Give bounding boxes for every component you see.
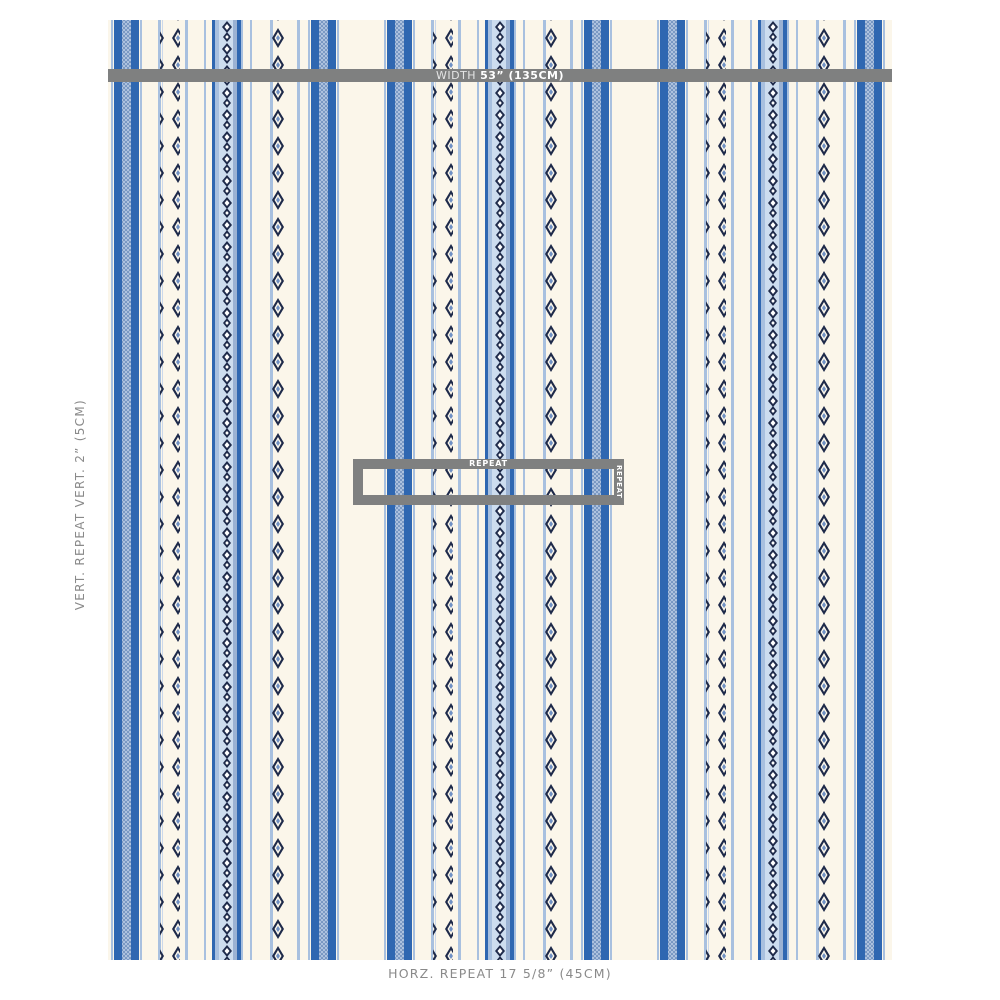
repeat-top-label: REPEAT [469,459,508,468]
fabric-swatch [108,20,892,960]
width-value: 53” (135CM) [480,69,564,82]
width-measure-bar: WIDTH 53” (135CM) [108,69,892,82]
width-label: WIDTH 53” (135CM) [108,69,892,82]
width-prefix: WIDTH [436,69,477,82]
repeat-side-label-wrap: REPEAT [614,459,624,505]
vertical-repeat-label-wrap: VERT. REPEAT VERT. 2” (5CM) [68,380,92,630]
repeat-indicator-box: REPEAT REPEAT [353,459,624,505]
repeat-side-label: REPEAT [615,465,623,499]
horizontal-repeat-label: HORZ. REPEAT 17 5/8” (45CM) [388,966,612,981]
vertical-repeat-label: VERT. REPEAT VERT. 2” (5CM) [73,399,87,611]
